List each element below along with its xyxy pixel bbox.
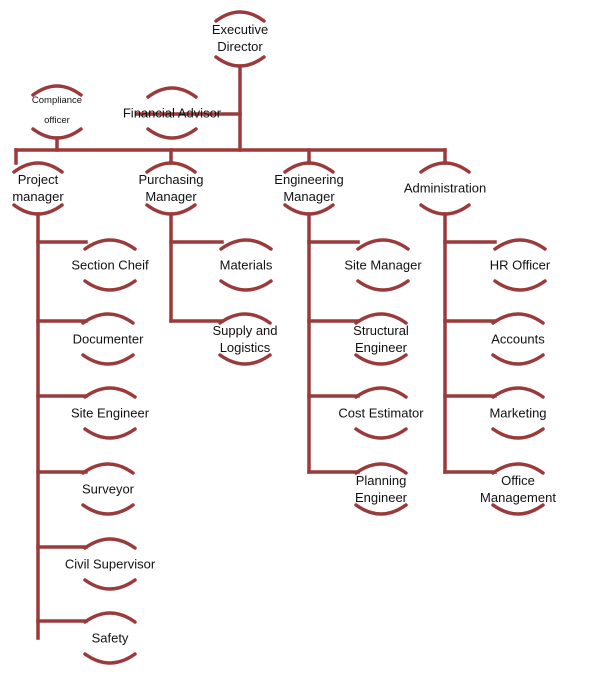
node-planning-engineer: Planning Engineer: [354, 473, 408, 505]
node-civil-supervisor: Civil Supervisor: [64, 556, 156, 572]
node-structural-engineer: Structural Engineer: [353, 323, 409, 355]
bracket-bottom-materials: [219, 279, 273, 292]
bracket-top-structural: [354, 312, 408, 325]
node-hr-officer: HR Officer: [489, 257, 551, 273]
bracket-top-engineering: [283, 161, 335, 174]
bracket-bottom-safety: [83, 652, 137, 665]
node-site-engineer: Site Engineer: [70, 405, 150, 421]
bracket-top-surveyor: [81, 462, 135, 475]
node-project-manager: Project manager: [12, 172, 64, 204]
bracket-top-safety: [83, 611, 137, 624]
bracket-top-purchasing: [145, 161, 197, 174]
bracket-bottom-hr: [493, 279, 547, 292]
bracket-bottom-financial: [146, 127, 198, 140]
bracket-top-documenter: [81, 312, 135, 325]
bracket-top-cost_estimator: [354, 386, 408, 399]
bracket-bottom-planning: [354, 503, 408, 516]
node-surveyor: Surveyor: [81, 481, 135, 497]
bracket-bottom-accounts: [491, 353, 545, 366]
bracket-bottom-section_chief: [83, 279, 137, 292]
bracket-bottom-project: [12, 203, 64, 216]
node-financial-advisor: Financial Advisor: [122, 105, 222, 121]
connector-lines: [14, 64, 497, 640]
node-supply-logistics: Supply and Logistics: [212, 323, 278, 355]
bracket-top-site_engineer: [83, 386, 137, 399]
node-cost-estimator: Cost Estimator: [338, 405, 424, 421]
bracket-top-site_manager: [356, 238, 410, 251]
bracket-bottom-engineering: [283, 203, 335, 216]
bracket-top-compliance: [31, 84, 83, 97]
bracket-bottom-structural: [354, 353, 408, 366]
bracket-top-administration: [419, 161, 471, 174]
bracket-bottom-site_engineer: [83, 427, 137, 440]
bracket-bottom-office: [491, 503, 545, 516]
bracket-bottom-administration: [419, 203, 471, 216]
bracket-bottom-marketing: [491, 427, 545, 440]
node-executive-director: Executive Director: [211, 22, 269, 54]
node-site-manager: Site Manager: [344, 257, 422, 273]
bracket-top-civil_supervisor: [83, 537, 137, 550]
bracket-bottom-civil_supervisor: [83, 578, 137, 591]
bracket-top-project: [12, 161, 64, 174]
bracket-top-planning: [354, 462, 408, 475]
bracket-bottom-executive: [214, 55, 266, 68]
bracket-top-hr: [493, 238, 547, 251]
node-brackets: [12, 10, 547, 665]
bracket-bottom-compliance: [31, 127, 83, 140]
node-section-chief: Section Cheif: [71, 257, 149, 273]
bracket-top-executive: [214, 10, 266, 23]
node-marketing: Marketing: [489, 405, 547, 421]
node-compliance-officer: Compliance officer: [31, 95, 83, 126]
bracket-top-section_chief: [83, 238, 137, 251]
bracket-bottom-supply: [218, 353, 272, 366]
node-purchasing-manager: Purchasing Manager: [138, 172, 204, 204]
bracket-bottom-site_manager: [356, 279, 410, 292]
bracket-top-financial: [146, 86, 198, 99]
bracket-bottom-documenter: [81, 353, 135, 366]
node-documenter: Documenter: [72, 331, 144, 347]
node-administration: Administration: [403, 180, 487, 196]
bracket-top-materials: [219, 238, 273, 251]
node-engineering-manager: Engineering Manager: [274, 172, 344, 204]
bracket-top-accounts: [491, 312, 545, 325]
node-office-management: Office Management: [480, 473, 556, 505]
bracket-bottom-surveyor: [81, 503, 135, 516]
bracket-top-supply: [218, 312, 272, 325]
bracket-top-marketing: [491, 386, 545, 399]
node-safety: Safety: [91, 630, 129, 646]
node-materials: Materials: [219, 257, 273, 273]
node-accounts: Accounts: [491, 331, 545, 347]
bracket-bottom-cost_estimator: [354, 427, 408, 440]
bracket-bottom-purchasing: [145, 203, 197, 216]
bracket-top-office: [491, 462, 545, 475]
